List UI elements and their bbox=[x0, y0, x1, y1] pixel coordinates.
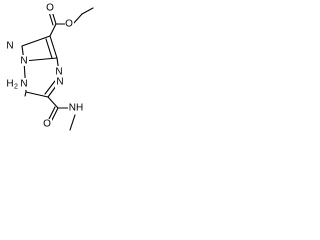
chemical-structure-diagram: O O N N N N H 2 N O NH bbox=[2, 3, 94, 131]
atom-label-o-amide: O bbox=[43, 119, 51, 130]
bond-carbonyl-o-b bbox=[48, 11, 54, 26]
atom-label-amino-h: H bbox=[6, 79, 13, 90]
bond-n1-c3a bbox=[23, 57, 58, 62]
bond-c3-n2 bbox=[21, 35, 51, 47]
bond-ethyl-ch3 bbox=[81, 7, 94, 15]
bond-n6-c7-inner bbox=[44, 80, 56, 95]
atom-label-n-triazine-2: N bbox=[56, 77, 63, 88]
bond-amide-co-b bbox=[48, 106, 56, 120]
bond-amide-co-a bbox=[51, 107, 59, 121]
atom-label-n-triazine-1: N bbox=[55, 67, 62, 78]
bond-c7-c8 bbox=[25, 91, 49, 98]
bond-c8-nh2 bbox=[24, 91, 27, 97]
bond-c7-amide-c bbox=[47, 96, 59, 109]
bond-carbonyl-ring bbox=[49, 23, 57, 37]
bond-c3-c3a-inner bbox=[45, 38, 53, 59]
atom-label-amino-subscript: 2 bbox=[14, 84, 18, 91]
atom-label-o-carbonyl-ester: O bbox=[46, 3, 54, 14]
atom-label-n-pyrazole-2: N bbox=[20, 56, 27, 67]
atom-label-amide-nh: NH bbox=[69, 103, 83, 114]
atom-label-n-pyrazole-1: N bbox=[6, 41, 13, 52]
bond-ethyl-ch2 bbox=[72, 13, 83, 25]
atom-labels: O O N N N N H 2 N O NH bbox=[2, 3, 85, 130]
bond-amide-n-ch3 bbox=[69, 114, 76, 131]
atom-label-amino-n: N bbox=[20, 79, 27, 90]
atom-label-o-ether-ester: O bbox=[65, 19, 73, 30]
bond-c3-c3a bbox=[49, 35, 58, 59]
